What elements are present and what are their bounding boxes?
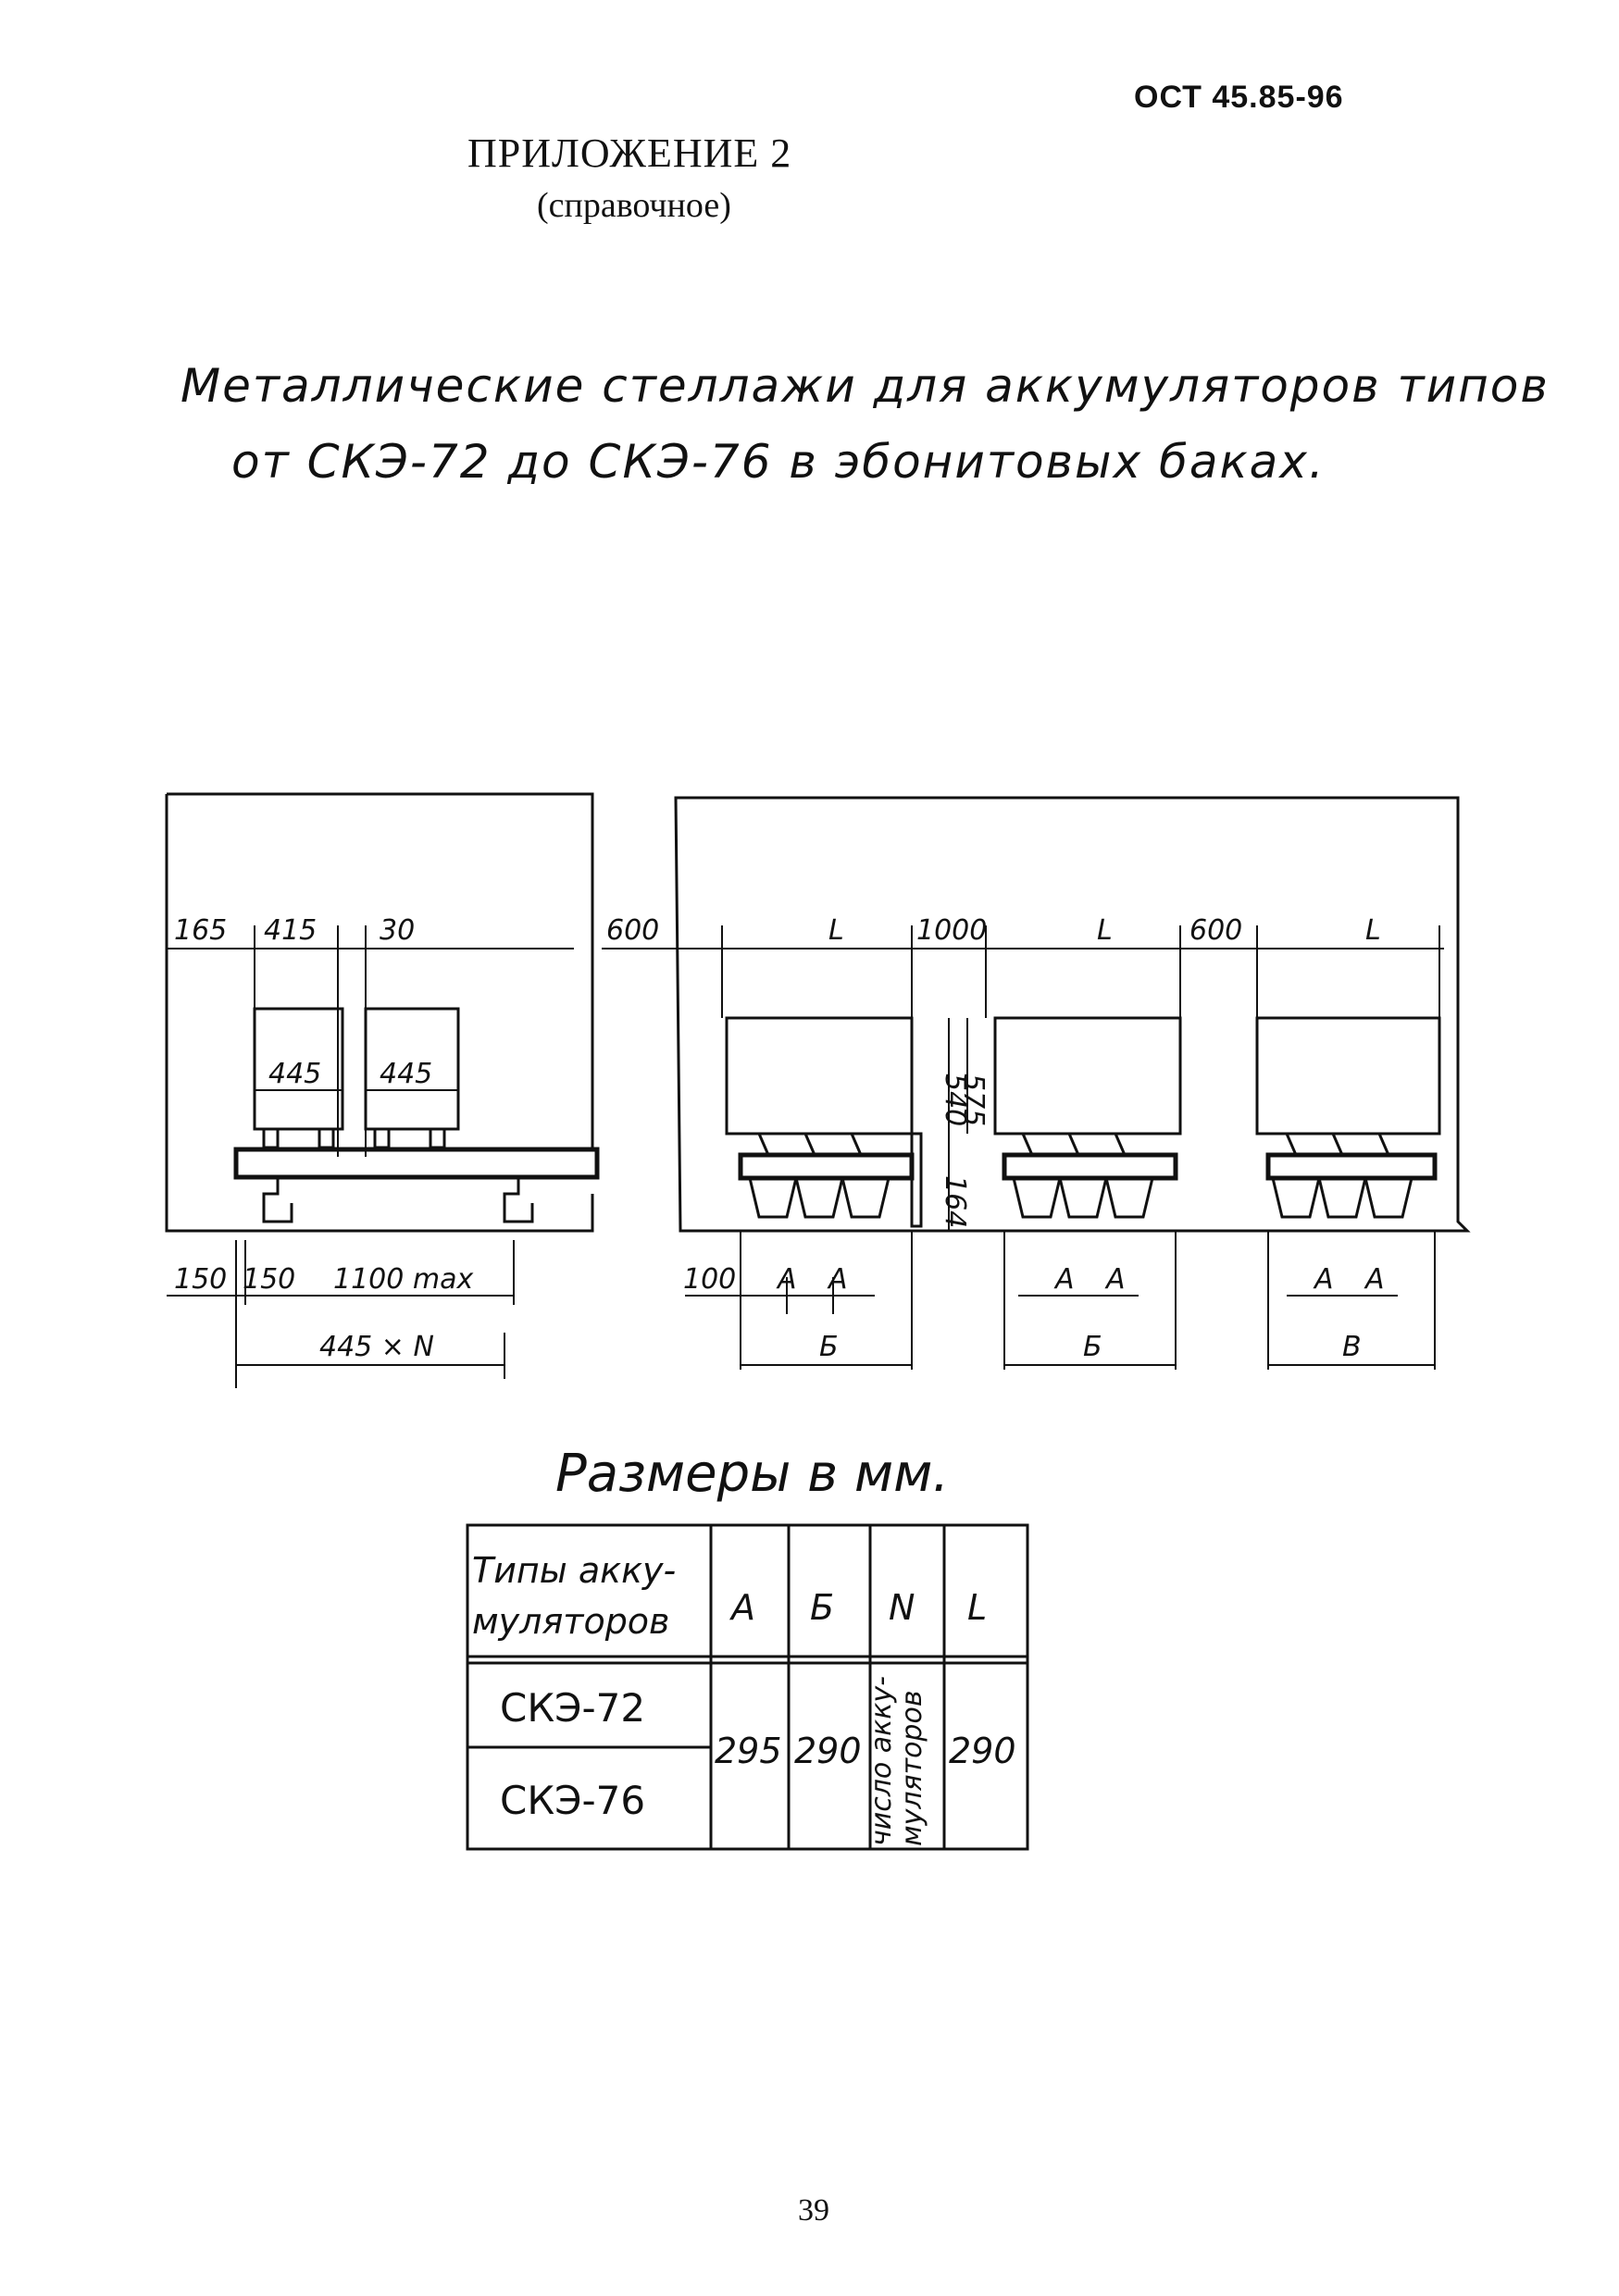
table-header-type-line2: муляторов: [472, 1601, 669, 1642]
table-header-l: L: [967, 1587, 987, 1628]
right-dim-L2: L: [1097, 914, 1113, 947]
left-rack-drawing: 165 415 30 445 445 150 150 1100 max 445 …: [165, 792, 600, 1388]
left-dim-overall: 445 × N: [319, 1331, 434, 1363]
table-header-b: Б: [810, 1587, 834, 1628]
right-vdim-540: 540: [939, 1074, 971, 1126]
table-row-ske72: СКЭ-72: [500, 1685, 645, 1731]
table-header-n: N: [889, 1587, 915, 1628]
table-value-n-line1: число акку-: [866, 1676, 898, 1846]
rack-group-2: [993, 1016, 1182, 1219]
left-dim-415: 415: [264, 914, 317, 947]
right-b-3: В: [1342, 1331, 1362, 1363]
right-vdim-164: 164: [939, 1175, 971, 1228]
rack-group-1: [725, 1016, 923, 1228]
left-dim-165: 165: [174, 914, 227, 947]
right-a-6: A: [1364, 1263, 1385, 1296]
dimensions-table: Типы акку- муляторов А Б N L СКЭ-72 СКЭ-…: [466, 1523, 1029, 1851]
left-battery-label-1: 445: [268, 1058, 321, 1090]
left-dim-1100: 1100 max: [333, 1263, 473, 1296]
drawing-title-line1: Металлические стеллажи для аккумуляторов…: [181, 359, 1550, 413]
table-value-l: 290: [949, 1731, 1016, 1771]
drawing-title-line2: от СКЭ-72 до СКЭ-76 в эбонитовых баках.: [231, 435, 1326, 489]
right-b-2: Б: [1083, 1331, 1102, 1363]
rack-group-3: [1255, 1016, 1441, 1219]
table-value-a: 295: [715, 1731, 782, 1771]
table-value-n-line2: муляторов: [896, 1690, 928, 1846]
right-dim-100: 100: [683, 1263, 736, 1296]
left-battery-label-2: 445: [380, 1058, 432, 1090]
right-dim-600b: 600: [1189, 914, 1242, 947]
right-a-5: A: [1313, 1263, 1334, 1296]
right-a-4: A: [1104, 1263, 1126, 1296]
appendix-heading: ПРИЛОЖЕНИЕ 2: [467, 130, 792, 176]
table-row-ske76: СКЭ-76: [500, 1778, 645, 1823]
right-rack-drawing: 600 L 1000 L 600 L 540 575 164 100 A A A…: [602, 796, 1471, 1370]
right-dim-L1: L: [828, 914, 844, 947]
right-a-2: A: [827, 1263, 848, 1296]
right-b-1: Б: [819, 1331, 839, 1363]
left-dim-30: 30: [380, 914, 415, 947]
table-header-type-line1: Типы акку-: [472, 1550, 676, 1591]
right-vdim-575: 575: [957, 1074, 990, 1126]
appendix-type: (справочное): [537, 186, 731, 225]
right-a-1: A: [776, 1263, 797, 1296]
right-dim-600a: 600: [606, 914, 659, 947]
left-dim-150b: 150: [243, 1263, 295, 1296]
right-a-3: A: [1053, 1263, 1075, 1296]
table-header-a: А: [729, 1587, 755, 1628]
page-number: 39: [798, 2193, 829, 2228]
document-code: ОСТ 45.85-96: [1134, 80, 1344, 115]
units-note: Размеры в мм.: [555, 1444, 950, 1504]
left-dim-150a: 150: [174, 1263, 227, 1296]
right-dim-L3: L: [1365, 914, 1381, 947]
table-value-b: 290: [794, 1731, 862, 1771]
right-dim-1000: 1000: [916, 914, 987, 947]
